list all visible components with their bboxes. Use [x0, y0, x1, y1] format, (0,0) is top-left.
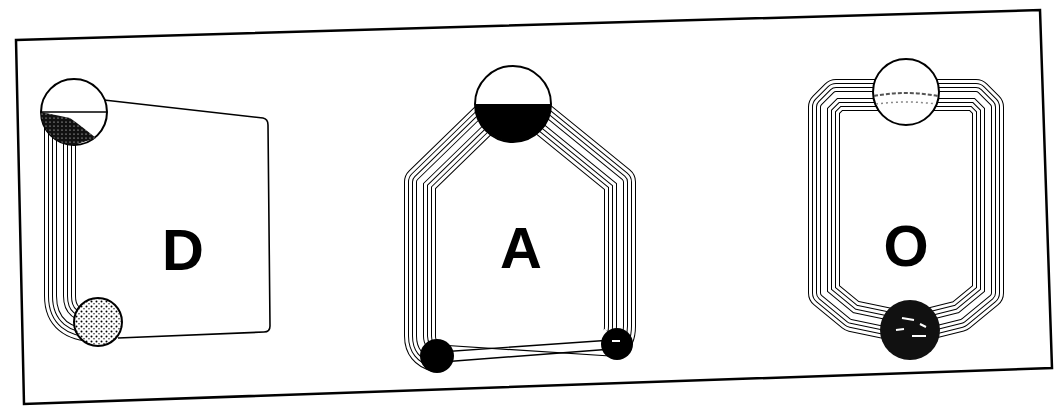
panel-letter: O — [883, 217, 928, 275]
panel-letter: D — [162, 221, 204, 279]
thin-fibre — [440, 345, 610, 356]
pole-body — [873, 59, 940, 360]
thin-fibre — [104, 100, 270, 338]
panel-letter: A — [500, 219, 542, 277]
pole-body — [420, 66, 633, 373]
pole-body — [41, 79, 122, 346]
frame — [16, 10, 1052, 404]
fibre-bundles — [60, 95, 988, 356]
